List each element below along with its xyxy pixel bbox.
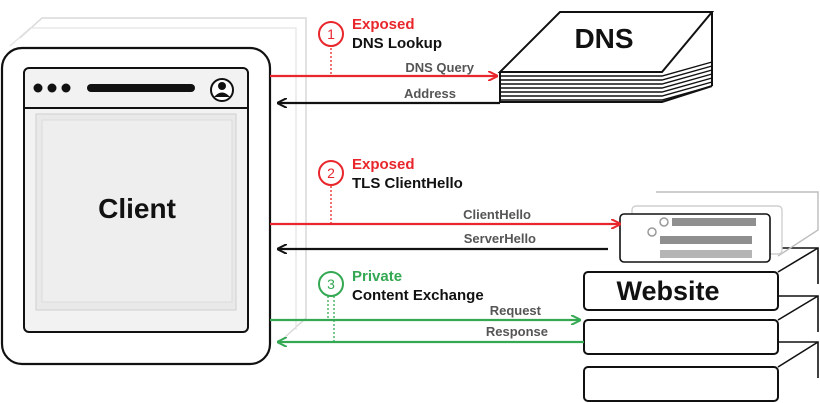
step-1-status: Exposed (352, 16, 415, 33)
server-hello-arrow: ServerHello (278, 231, 608, 249)
dns-query-label: DNS Query (405, 60, 474, 75)
step-2-number: 2 (327, 165, 335, 181)
user-avatar-icon (210, 78, 234, 102)
step-1-badge (318, 21, 344, 47)
address-bar (87, 84, 195, 92)
address-label: Address (404, 86, 456, 101)
client-hello-label: ClientHello (463, 207, 531, 222)
address-arrow: Address (278, 86, 500, 103)
server-hello-label: ServerHello (464, 231, 536, 246)
website-label: Website (616, 276, 719, 306)
step-3: 3 Private Content Exchange (318, 268, 484, 304)
step-2-title: TLS ClientHello (352, 175, 463, 192)
dns-server: DNS (497, 11, 715, 103)
step-3-number: 3 (327, 276, 335, 292)
step-1: 1 Exposed DNS Lookup (318, 16, 442, 52)
client-label: Client (98, 193, 176, 224)
request-arrow: Request (270, 303, 580, 320)
step-3-badge (318, 271, 344, 297)
step-1-number: 1 (327, 26, 335, 42)
response-arrow: Response (278, 324, 584, 342)
website-layer (583, 341, 819, 403)
website-server: Website (583, 191, 819, 403)
dns-query-arrow: DNS Query (270, 60, 497, 76)
step-2: 2 Exposed TLS ClientHello (318, 156, 463, 192)
step-2-badge (318, 160, 344, 186)
step-1-title: DNS Lookup (352, 35, 442, 52)
request-label: Request (490, 303, 542, 318)
step-2-status: Exposed (352, 156, 415, 173)
step-3-status: Private (352, 268, 402, 285)
website-page (619, 191, 819, 263)
client-device: Client (0, 17, 307, 366)
step-3-title: Content Exchange (352, 287, 484, 304)
window-dot-icon (61, 83, 71, 93)
client-hello-arrow: ClientHello (270, 207, 620, 224)
window-dot-icon (47, 83, 57, 93)
response-label: Response (486, 324, 548, 339)
dns-label: DNS (574, 23, 633, 54)
window-dot-icon (33, 83, 43, 93)
